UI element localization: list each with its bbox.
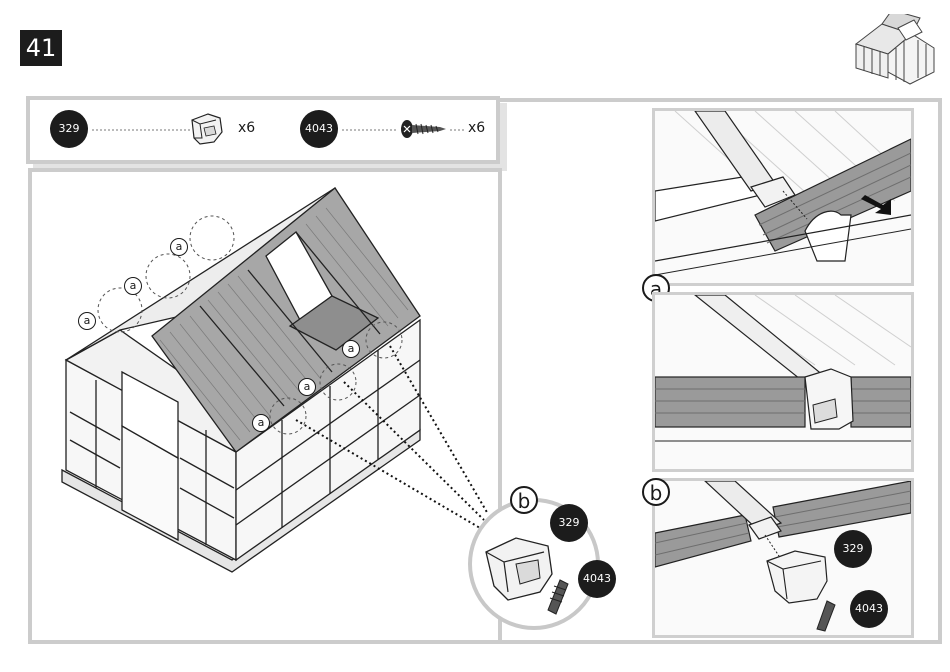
callout-a-label: a — [252, 414, 270, 432]
part-4043-badge: 4043 — [850, 590, 888, 628]
detail-a-top-panel — [652, 108, 914, 286]
detail-b-label: b — [510, 486, 538, 514]
greenhouse-illustration — [30, 170, 496, 640]
callout-a-label: a — [342, 340, 360, 358]
detail-a-middle-drawing — [655, 295, 911, 469]
callout-a-label: a — [78, 312, 96, 330]
part-329-badge: 329 — [550, 504, 588, 542]
part-4043-badge: 4043 — [578, 560, 616, 598]
detail-b-label: b — [642, 478, 670, 506]
detail-a-middle-panel — [652, 292, 914, 472]
part-329-badge: 329 — [834, 530, 872, 568]
callout-a-label: a — [298, 378, 316, 396]
callout-a-label: a — [170, 238, 188, 256]
detail-a-top-drawing — [655, 111, 911, 283]
callout-a-label: a — [124, 277, 142, 295]
